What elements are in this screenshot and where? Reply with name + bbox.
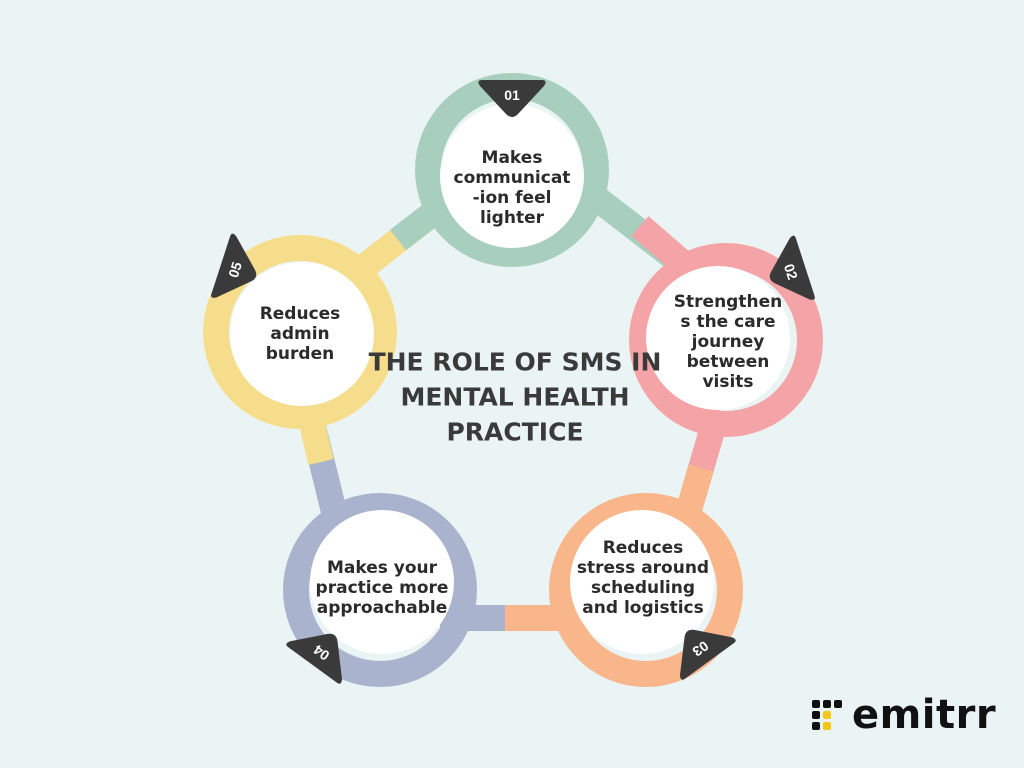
node-circle-01: [440, 104, 584, 248]
ring-02: [629, 243, 823, 437]
emitrr-logo: emitrr: [810, 690, 996, 740]
badge-02: 02: [769, 235, 815, 300]
badge-04: 04: [286, 633, 343, 684]
ring-03: [549, 493, 743, 687]
node-circle-03: [570, 510, 714, 654]
badge-03: 03: [679, 629, 736, 680]
emitrr-wordmark: emitrr: [852, 692, 997, 738]
badge-02-label: 02: [781, 262, 801, 282]
ring-04: [283, 493, 477, 687]
badge-05: 05: [211, 233, 257, 298]
node-01-text: Makes communicat -ion feel lighter: [453, 148, 571, 228]
diagram-title: THE ROLE OF SMS IN MENTAL HEALTH PRACTIC…: [368, 347, 662, 447]
node-circle-02: [646, 266, 790, 410]
emitrr-logo-mark-icon: [812, 700, 842, 730]
node-circle-05: [230, 262, 374, 406]
node-04-text: Makes your practice more approachable: [315, 558, 449, 618]
node-02-text: Strengthen s the care journey between vi…: [673, 292, 783, 392]
badge-05-label: 05: [225, 260, 245, 280]
node-05-text: Reduces admin burden: [259, 304, 341, 364]
badge-01: 01: [478, 80, 546, 117]
node-03-text: Reduces stress around scheduling and log…: [576, 538, 710, 618]
node-circle-04: [310, 510, 454, 654]
ring-05: [203, 235, 397, 429]
badge-01-label: 01: [504, 87, 520, 103]
